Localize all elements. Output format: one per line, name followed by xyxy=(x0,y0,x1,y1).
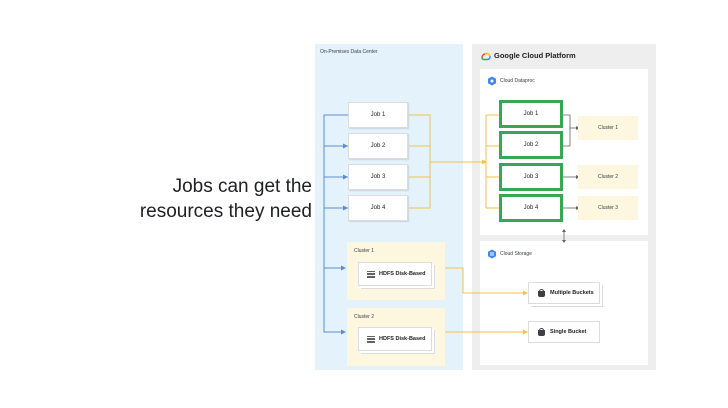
on-prem-cluster-1-label: Cluster 1 xyxy=(354,248,375,254)
on-prem-cluster-2-label: Cluster 2 xyxy=(354,314,375,320)
single-bucket: Single Bucket xyxy=(528,321,600,343)
multiple-buckets: Multiple Buckets xyxy=(528,282,600,304)
caption-line-1: Jobs can get the xyxy=(172,176,312,197)
cloud-storage-icon xyxy=(488,249,496,259)
dataproc-job-3: Job 3 xyxy=(499,163,563,191)
google-cloud-icon xyxy=(481,52,491,61)
gcp-title: Google Cloud Platform xyxy=(494,51,576,60)
database-icon xyxy=(367,335,375,343)
dataproc-label: Cloud Dataproc xyxy=(500,78,535,84)
on-premises-title: On-Premises Data Center xyxy=(320,49,378,55)
dataproc-icon xyxy=(488,76,496,86)
caption: Jobs can get the resources they need xyxy=(100,174,312,224)
database-icon xyxy=(367,270,375,278)
caption-line-2: resources they need xyxy=(139,201,312,222)
hdfs-storage-2: HDFS Disk-Based xyxy=(358,327,432,351)
multiple-buckets-label: Multiple Buckets xyxy=(550,290,594,296)
bucket-icon xyxy=(537,289,546,297)
cloud-storage-label: Cloud Storage xyxy=(500,251,532,257)
hdfs-storage-1: HDFS Disk-Based xyxy=(358,262,432,286)
dataproc-job-1: Job 1 xyxy=(499,100,563,128)
dataproc-job-4: Job 4 xyxy=(499,194,563,222)
hdfs-storage-1-label: HDFS Disk-Based xyxy=(379,271,426,277)
dataproc-cluster-3: Cluster 3 xyxy=(578,196,638,220)
bucket-icon xyxy=(537,328,546,336)
hdfs-storage-2-label: HDFS Disk-Based xyxy=(379,336,426,342)
single-bucket-label: Single Bucket xyxy=(550,329,587,335)
on-prem-job-4: Job 4 xyxy=(348,195,408,221)
dataproc-cluster-2: Cluster 2 xyxy=(578,165,638,189)
dataproc-cluster-1: Cluster 1 xyxy=(578,116,638,140)
dataproc-job-2: Job 2 xyxy=(499,131,563,159)
on-prem-job-3: Job 3 xyxy=(348,164,408,190)
on-prem-job-2: Job 2 xyxy=(348,133,408,159)
on-prem-job-1: Job 1 xyxy=(348,102,408,128)
